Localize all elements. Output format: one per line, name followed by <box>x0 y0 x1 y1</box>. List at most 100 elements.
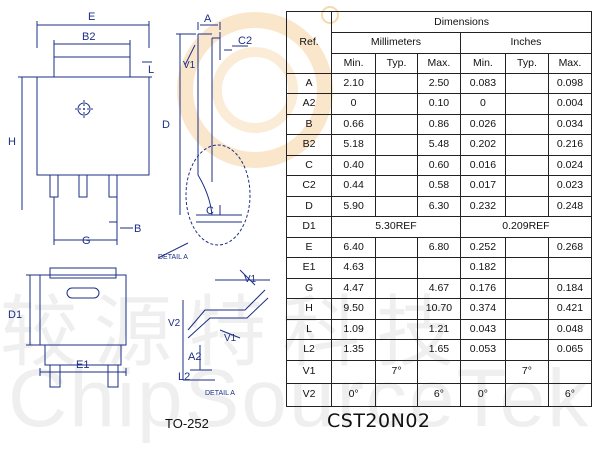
row-ref: V1 <box>285 359 333 384</box>
label-l2: L2 <box>178 371 190 383</box>
table-cell: 0.176 <box>459 277 506 299</box>
table-cell <box>504 277 549 299</box>
row-ref: B <box>285 113 333 135</box>
table-cell: 0 <box>459 93 506 115</box>
table-cell: 2.10 <box>331 72 377 94</box>
label-h: H <box>8 136 16 148</box>
in-typ-header: Typ. <box>504 52 549 74</box>
row-ref: D <box>285 195 333 217</box>
table-cell: 1.65 <box>416 339 461 361</box>
table-cell: 6° <box>416 382 461 407</box>
table-cell <box>416 257 461 279</box>
row-ref: E <box>285 236 333 258</box>
label-e1: E1 <box>76 359 89 371</box>
table-cell <box>504 113 549 135</box>
table-cell <box>504 382 549 407</box>
table-cell: 7° <box>504 359 549 384</box>
table-cell: 2.50 <box>416 72 461 94</box>
table-cell: 5.48 <box>416 134 461 156</box>
table-cell: 0.86 <box>416 113 461 135</box>
table-cell <box>459 359 506 384</box>
table-cell: 0.004 <box>547 93 593 115</box>
row-ref: G <box>285 277 333 299</box>
table-cell: 5.18 <box>331 134 377 156</box>
table-cell: 0.202 <box>459 134 506 156</box>
table-cell <box>375 298 418 320</box>
table-cell <box>504 154 549 176</box>
in-min-header: Min. <box>459 52 506 74</box>
table-cell: 0.421 <box>547 298 593 320</box>
table-cell <box>504 257 549 279</box>
label-v1-side: V1 <box>183 60 196 71</box>
table-cell: 6.30 <box>416 195 461 217</box>
table-cell <box>504 318 549 340</box>
side-view <box>157 22 251 259</box>
label-c2: C2 <box>238 35 252 47</box>
table-cell: 0.40 <box>331 154 377 176</box>
label-v1-detail: V1 <box>244 274 257 285</box>
table-cell: 0.043 <box>459 318 506 340</box>
table-cell <box>547 359 593 384</box>
table-cell <box>375 175 418 197</box>
label-d: D <box>162 119 170 131</box>
label-a: A <box>204 13 212 25</box>
table-cell: 0.024 <box>547 154 593 176</box>
label-d1: D1 <box>8 309 22 321</box>
row-ref: H <box>285 298 333 320</box>
table-cell-merged: 0.209REF <box>459 216 593 238</box>
table-cell: 0.248 <box>547 195 593 217</box>
ref-header: Ref. <box>285 11 333 74</box>
row-ref: C <box>285 154 333 176</box>
label-l: L <box>148 64 154 76</box>
table-cell: 0.268 <box>547 236 593 258</box>
row-ref: A <box>285 72 333 94</box>
label-detail-a-2: DETAIL A <box>205 390 235 397</box>
label-a2: A2 <box>188 351 201 363</box>
table-cell <box>375 134 418 156</box>
table-cell: 0.016 <box>459 154 506 176</box>
mm-header: Millimeters <box>331 32 461 54</box>
table-cell: 9.50 <box>331 298 377 320</box>
row-ref: C2 <box>285 175 333 197</box>
table-cell: 0 <box>331 93 377 115</box>
mm-max-header: Max. <box>416 52 461 74</box>
table-cell: 0.216 <box>547 134 593 156</box>
table-cell: 0.026 <box>459 113 506 135</box>
table-cell: 1.09 <box>331 318 377 340</box>
table-cell: 0.184 <box>547 277 593 299</box>
row-ref: L2 <box>285 339 333 361</box>
package-name: TO-252 <box>165 416 209 431</box>
table-cell: 0.098 <box>547 72 593 94</box>
table-cell: 1.35 <box>331 339 377 361</box>
table-cell <box>504 236 549 258</box>
table-cell <box>375 277 418 299</box>
label-g: G <box>82 235 91 247</box>
table-cell: 0.065 <box>547 339 593 361</box>
in-header: Inches <box>459 32 593 54</box>
row-ref: E1 <box>285 257 333 279</box>
table-cell <box>375 113 418 135</box>
table-cell: 0° <box>331 382 377 407</box>
row-ref: V2 <box>285 382 333 407</box>
table-cell: 6.80 <box>416 236 461 258</box>
detail-a-view <box>182 269 270 381</box>
label-b: B <box>134 223 141 235</box>
table-cell: 4.47 <box>331 277 377 299</box>
label-v2: V2 <box>168 318 181 329</box>
table-cell: 10.70 <box>416 298 461 320</box>
table-cell: 0.60 <box>416 154 461 176</box>
table-cell: 1.21 <box>416 318 461 340</box>
row-ref: A2 <box>285 93 333 115</box>
row-ref: L <box>285 318 333 340</box>
table-cell <box>375 93 418 115</box>
table-cell <box>375 72 418 94</box>
